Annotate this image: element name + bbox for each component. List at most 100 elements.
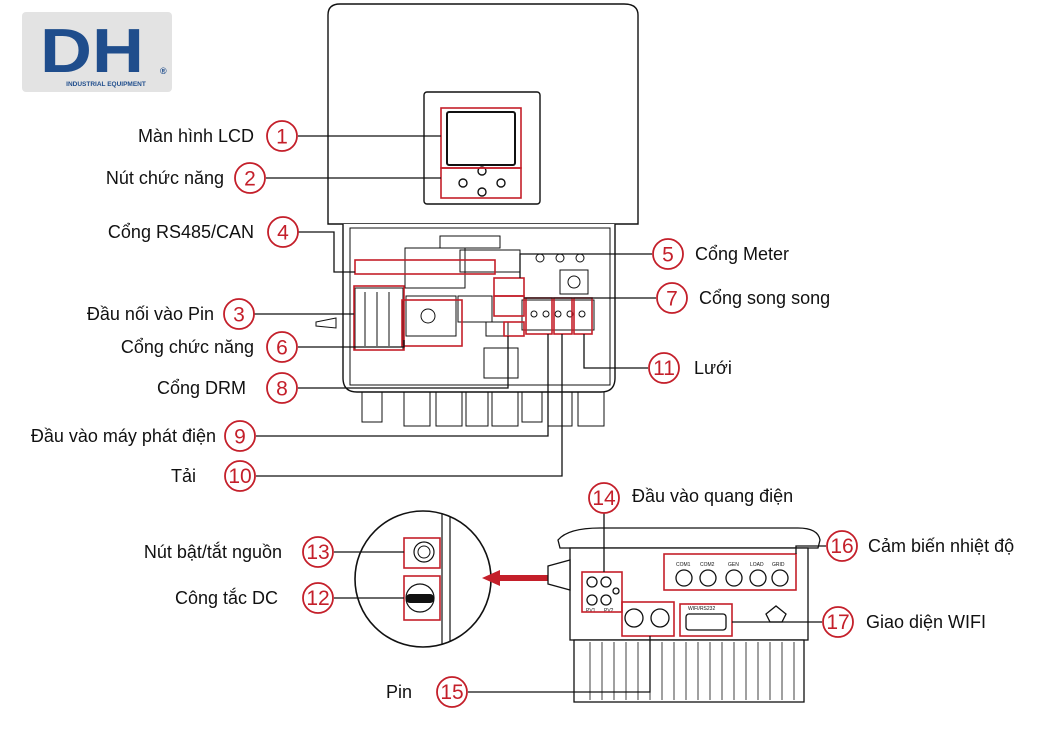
label-meter-port: Cổng Meter <box>695 244 789 264</box>
callout-7: 7 <box>656 282 688 314</box>
highlight-drm <box>503 321 525 337</box>
label-load: Tải <box>171 466 196 486</box>
svg-text:14: 14 <box>592 487 616 510</box>
bottom-view-top-cover <box>557 527 821 549</box>
port-label-pv1: PV1 <box>586 608 596 614</box>
logo-mark: DH <box>40 17 144 86</box>
label-lcd-screen: Màn hình LCD <box>138 126 254 146</box>
button-down-icon <box>477 187 487 197</box>
svg-text:1: 1 <box>276 126 288 149</box>
callout-17: 17 <box>822 606 854 638</box>
callout-13: 13 <box>302 536 334 568</box>
callout-16: 16 <box>826 530 858 562</box>
highlight-rs485 <box>354 259 496 275</box>
svg-text:15: 15 <box>440 681 463 704</box>
inverter-front-view <box>315 3 639 427</box>
callout-11: 11 <box>648 352 680 384</box>
label-drm-port: Cổng DRM <box>157 378 246 398</box>
label-dc-switch: Công tắc DC <box>175 587 278 608</box>
heatsink <box>573 639 805 703</box>
breaker-block <box>405 295 457 337</box>
port-label-grid: GRID <box>772 562 785 568</box>
label-function-buttons: Nút chức năng <box>106 168 224 188</box>
zoom-arrow-icon <box>482 570 548 586</box>
port-label-pv2: PV2 <box>604 608 614 614</box>
callout-5: 5 <box>652 238 684 270</box>
label-temperature-sensor: Cảm biến nhiệt độ <box>868 536 1014 556</box>
svg-text:13: 13 <box>306 541 329 564</box>
callout-12: 12 <box>302 582 334 614</box>
logo-tagline: INDUSTRIAL EQUIPMENT <box>66 81 146 88</box>
zoom-detail <box>334 510 548 648</box>
highlight-pv-input <box>581 571 623 613</box>
svg-text:9: 9 <box>234 426 246 449</box>
highlight-battery <box>353 285 405 351</box>
svg-text:3: 3 <box>233 304 245 327</box>
highlight-temp-sensor <box>663 553 797 591</box>
highlight-battery-bottom <box>621 601 675 637</box>
callout-4: 4 <box>267 216 299 248</box>
highlight-power-button <box>403 537 441 569</box>
callout-2: 2 <box>234 162 266 194</box>
svg-text:11: 11 <box>653 357 675 380</box>
label-pv-input: Đầu vào quang điện <box>632 486 793 506</box>
logo-registered-mark: ® <box>160 66 167 76</box>
port-label-com2: COM2 <box>700 562 715 568</box>
inductor-block <box>404 247 466 289</box>
highlight-wifi <box>679 603 733 637</box>
svg-text:10: 10 <box>228 465 251 488</box>
label-parallel-port: Cổng song song <box>699 288 830 308</box>
label-wifi-interface: Giao diện WIFI <box>866 612 986 632</box>
callout-15: 15 <box>436 676 468 708</box>
side-dc-switch <box>315 317 337 329</box>
highlight-buttons <box>440 167 522 199</box>
callout-10: 10 <box>224 460 256 492</box>
display-panel <box>423 91 541 205</box>
highlight-parallel <box>493 295 525 317</box>
port-label-load: LOAD <box>750 562 764 568</box>
label-grid: Lưới <box>694 358 732 378</box>
vent-icon <box>765 605 787 623</box>
callout-1: 1 <box>266 120 298 152</box>
bottom-view-panel <box>569 547 809 641</box>
ac-terminal-block <box>521 299 595 331</box>
highlight-function <box>401 299 463 347</box>
bottom-leader-lines <box>468 512 826 693</box>
callout-markers: 1 2 3 4 5 6 7 8 9 10 11 12 13 14 15 16 1… <box>223 120 858 708</box>
svg-text:6: 6 <box>276 337 288 360</box>
callout-8: 8 <box>266 372 298 404</box>
label-function-port: Cổng chức năng <box>121 337 254 357</box>
company-logo: DH ® INDUSTRIAL EQUIPMENT <box>22 12 172 92</box>
button-esc-icon <box>458 178 468 188</box>
port-label-wifi: WIFI/RS232 <box>688 606 715 612</box>
label-generator-input: Đầu vào máy phát điện <box>31 426 216 446</box>
logo-background <box>22 12 172 92</box>
port-label-com1: COM1 <box>676 562 691 568</box>
label-battery-connector: Đầu nối vào Pin <box>87 304 214 324</box>
drm-port <box>485 321 509 337</box>
svg-text:17: 17 <box>826 611 849 634</box>
button-enter-icon <box>496 178 506 188</box>
svg-text:5: 5 <box>662 244 674 267</box>
callout-6: 6 <box>266 331 298 363</box>
bottom-view-switch <box>547 559 571 591</box>
port-label-gen: GEN <box>728 562 739 568</box>
callout-14: 14 <box>588 482 620 514</box>
svg-text:16: 16 <box>830 535 853 558</box>
callout-3: 3 <box>223 298 255 330</box>
label-rs485-can: Cổng RS485/CAN <box>108 222 254 242</box>
label-power-button: Nút bật/tắt nguồn <box>144 541 282 562</box>
svg-text:7: 7 <box>666 288 678 311</box>
label-battery: Pin <box>386 682 412 702</box>
wifi-module-slot <box>483 347 519 379</box>
button-up-icon <box>477 166 487 176</box>
callout-9: 9 <box>224 420 256 452</box>
svg-text:2: 2 <box>244 168 256 191</box>
callout-labels: Màn hình LCD Nút chức năng Đầu nối vào P… <box>31 126 1014 702</box>
svg-text:12: 12 <box>306 587 329 610</box>
wiring-compartment <box>349 227 611 386</box>
svg-text:4: 4 <box>277 222 289 245</box>
bottom-view-highlights <box>581 553 797 637</box>
leader-lines <box>254 135 656 477</box>
